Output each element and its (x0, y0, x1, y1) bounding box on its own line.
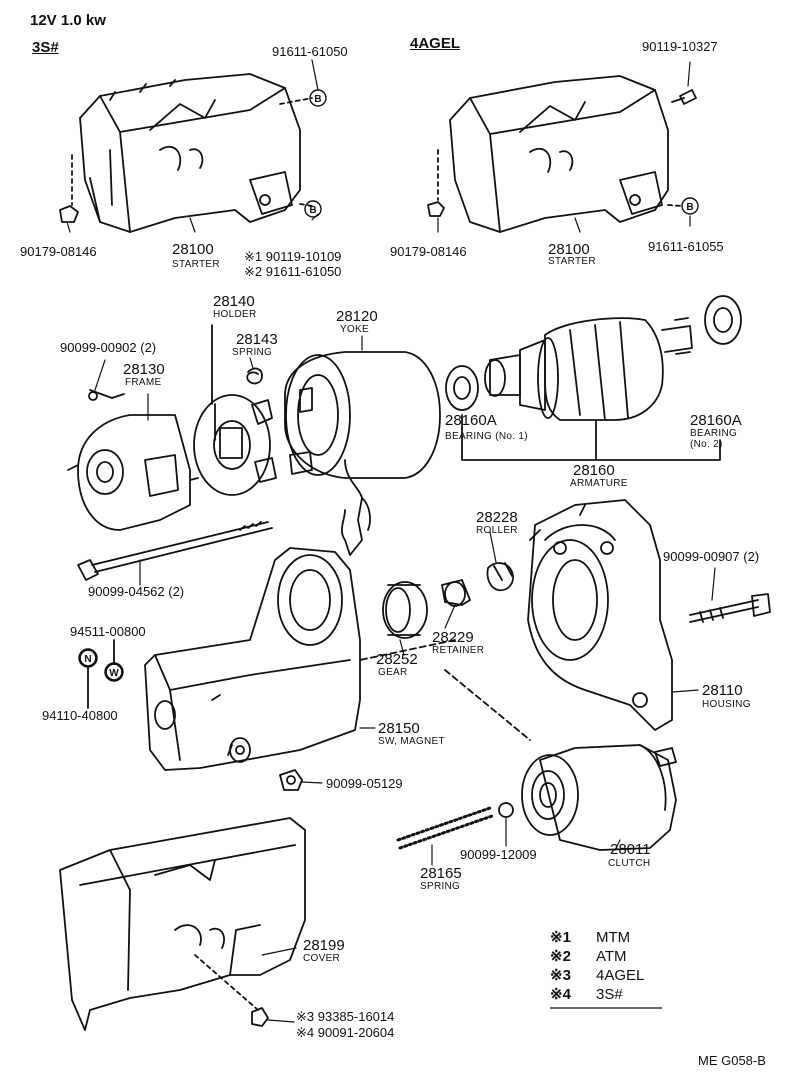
part-28140: 28140 (213, 293, 255, 310)
starter-label-right: STARTER (548, 256, 596, 267)
starter-assembly-left-drawing (59, 73, 313, 233)
yoke-28120-drawing (284, 351, 441, 556)
part-94110-40800: 94110-40800 (42, 708, 118, 723)
armature-label: ARMATURE (570, 478, 628, 489)
part-90119-10327: 90119-10327 (642, 39, 718, 54)
legend-row-2: ※2 ATM (550, 948, 627, 965)
legend-row-3: ※3 4AGEL (550, 967, 644, 984)
callout-circles (78, 89, 699, 682)
part-91611-61055: 91611-61055 (648, 239, 724, 254)
bearing-2-label-b: (No. 2) (690, 439, 723, 450)
part-28011: 28011 (610, 841, 651, 858)
leader-lines (66, 59, 716, 1023)
part-90099-05129: 90099-05129 (326, 776, 403, 791)
part-28143: 28143 (236, 331, 278, 348)
part-28165: 28165 (420, 865, 462, 882)
legend-code-2: ATM (596, 948, 627, 965)
callout-n: N (84, 654, 91, 665)
spring-label-28143: SPRING (232, 347, 273, 358)
legend: ※1 MTM ※2 ATM ※3 4AGEL ※4 3S# (550, 930, 680, 1010)
legend-row-1: ※1 MTM (550, 929, 630, 946)
housing-28110-drawing (527, 499, 771, 731)
part-90099-12009: 90099-12009 (460, 847, 537, 862)
part-28199: 28199 (303, 937, 345, 954)
part-28252: 28252 (376, 651, 418, 668)
through-bolt-drawing (77, 521, 273, 581)
legend-mark-3: ※3 (550, 967, 571, 984)
callout-b-2: B (309, 205, 316, 216)
part-28229: 28229 (432, 629, 474, 646)
part-28110: 28110 (702, 682, 743, 699)
figure-reference: ME G058-B (698, 1053, 766, 1068)
part-90099-00902: 90099-00902 (2) (60, 340, 157, 355)
armature-28160-drawing (445, 295, 742, 461)
frame-28130-drawing (67, 389, 199, 531)
callout-b-1: B (314, 94, 321, 105)
housing-label: HOUSING (702, 699, 751, 710)
part-90179-08146-right: 90179-08146 (390, 244, 467, 259)
roller-label: ROLLER (476, 525, 518, 536)
holder-28140-drawing (193, 324, 277, 496)
note3-part: ※3 93385-16014 (296, 1009, 395, 1024)
legend-code-4: 3S# (596, 986, 623, 1003)
part-28130: 28130 (123, 361, 165, 378)
legend-code-1: MTM (596, 929, 631, 946)
part-28100-right: 28100 (548, 241, 590, 258)
sw-magnet-label: SW, MAGNET (378, 736, 445, 747)
part-28150: 28150 (378, 720, 420, 737)
yoke-label: YOKE (340, 324, 369, 335)
part-28228: 28228 (476, 509, 518, 526)
cover-28199-drawing (59, 817, 306, 1031)
variant-left-label: 3S# (32, 39, 59, 56)
frame-label: FRAME (125, 377, 162, 388)
starter-label-left: STARTER (172, 259, 220, 270)
legend-code-3: 4AGEL (596, 967, 645, 984)
part-91611-61050: 91611-61050 (272, 44, 348, 59)
note1-part: ※1 90119-10109 (244, 249, 342, 264)
clutch-label: CLUTCH (608, 858, 651, 869)
legend-mark-4: ※4 (550, 986, 571, 1003)
legend-mark-1: ※1 (550, 929, 571, 946)
part-90099-04562: 90099-04562 (2) (88, 584, 185, 599)
note2-part: ※2 91611-61050 (244, 264, 342, 279)
part-28120: 28120 (336, 308, 378, 325)
legend-mark-2: ※2 (550, 948, 571, 965)
part-94511-00800: 94511-00800 (70, 624, 146, 639)
part-28160: 28160 (573, 462, 615, 479)
note4-part: ※4 90091-20604 (296, 1025, 395, 1040)
part-90099-00907: 90099-00907 (2) (663, 549, 760, 564)
spring-label-28165: SPRING (420, 881, 461, 892)
bearing-2-label-a: BEARING (690, 428, 738, 439)
starter-assembly-right-drawing (427, 75, 697, 233)
gear-label: GEAR (378, 667, 408, 678)
retainer-label: RETAINER (432, 645, 485, 656)
part-90179-08146-left: 90179-08146 (20, 244, 97, 259)
callout-w: W (109, 668, 119, 679)
legend-row-4: ※4 3S# (550, 986, 623, 1003)
magnet-switch-28150-drawing (79, 547, 531, 791)
holder-label: HOLDER (213, 309, 257, 320)
callout-b-3: B (686, 202, 693, 213)
clutch-28011-drawing (396, 744, 677, 851)
spec-label: 12V 1.0 kw (30, 12, 106, 29)
gear-retainer-roller-drawing (382, 562, 514, 639)
part-28160a-bearing-2: 28160A (690, 412, 742, 429)
part-28100-left: 28100 (172, 241, 214, 258)
bearing-1-label: BEARING (No. 1) (445, 431, 528, 442)
variant-right-label: 4AGEL (410, 35, 461, 52)
part-28160a-bearing-1: 28160A (445, 412, 497, 429)
cover-label: COVER (303, 953, 341, 964)
